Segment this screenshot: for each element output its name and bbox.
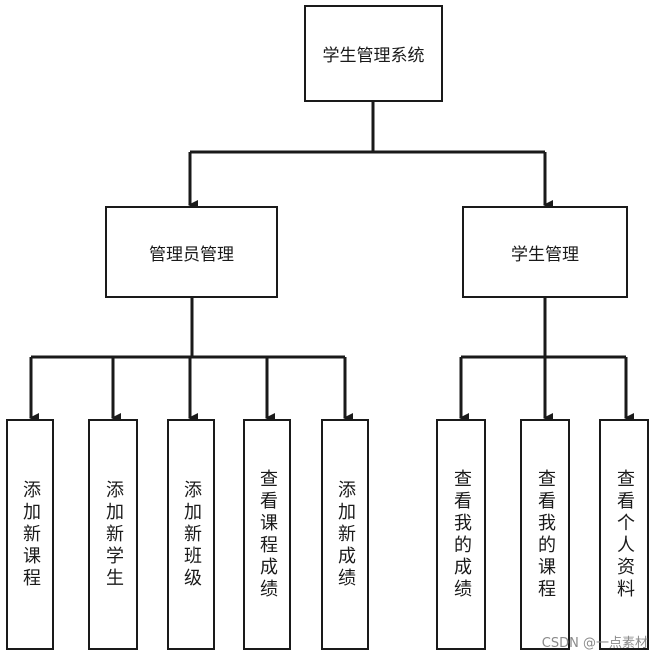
- leaf-node-admin-5: 添加新成绩: [321, 419, 369, 650]
- leaf-node-admin-4: 查看课程成绩: [243, 419, 291, 650]
- leaf-node-label: 添加新成绩: [335, 479, 356, 590]
- leaf-node-admin-1: 添加新课程: [6, 419, 54, 650]
- leaf-node-student-2: 查看我的课程: [520, 419, 570, 650]
- branch-node-admin: 管理员管理: [105, 206, 278, 298]
- leaf-node-label: 查看课程成绩: [257, 468, 278, 601]
- branch-node-student: 学生管理: [462, 206, 628, 298]
- watermark: CSDN @一点素材: [541, 636, 648, 651]
- leaf-node-admin-3: 添加新班级: [167, 419, 215, 650]
- root-node-label: 学生管理系统: [322, 46, 425, 66]
- leaf-node-label: 查看我的课程: [535, 468, 556, 601]
- branch-node-admin-label: 管理员管理: [149, 244, 234, 265]
- leaf-node-student-3: 查看个人资料: [599, 419, 649, 650]
- root-node: 学生管理系统: [304, 5, 443, 102]
- leaf-node-label: 查看个人资料: [614, 468, 635, 601]
- leaf-node-label: 添加新课程: [20, 479, 41, 590]
- leaf-node-label: 添加新学生: [103, 479, 124, 590]
- leaf-node-student-1: 查看我的成绩: [436, 419, 486, 650]
- leaf-node-admin-2: 添加新学生: [88, 419, 138, 650]
- leaf-node-label: 查看我的成绩: [451, 468, 472, 601]
- branch-node-student-label: 学生管理: [511, 244, 579, 265]
- leaf-node-label: 添加新班级: [181, 479, 202, 590]
